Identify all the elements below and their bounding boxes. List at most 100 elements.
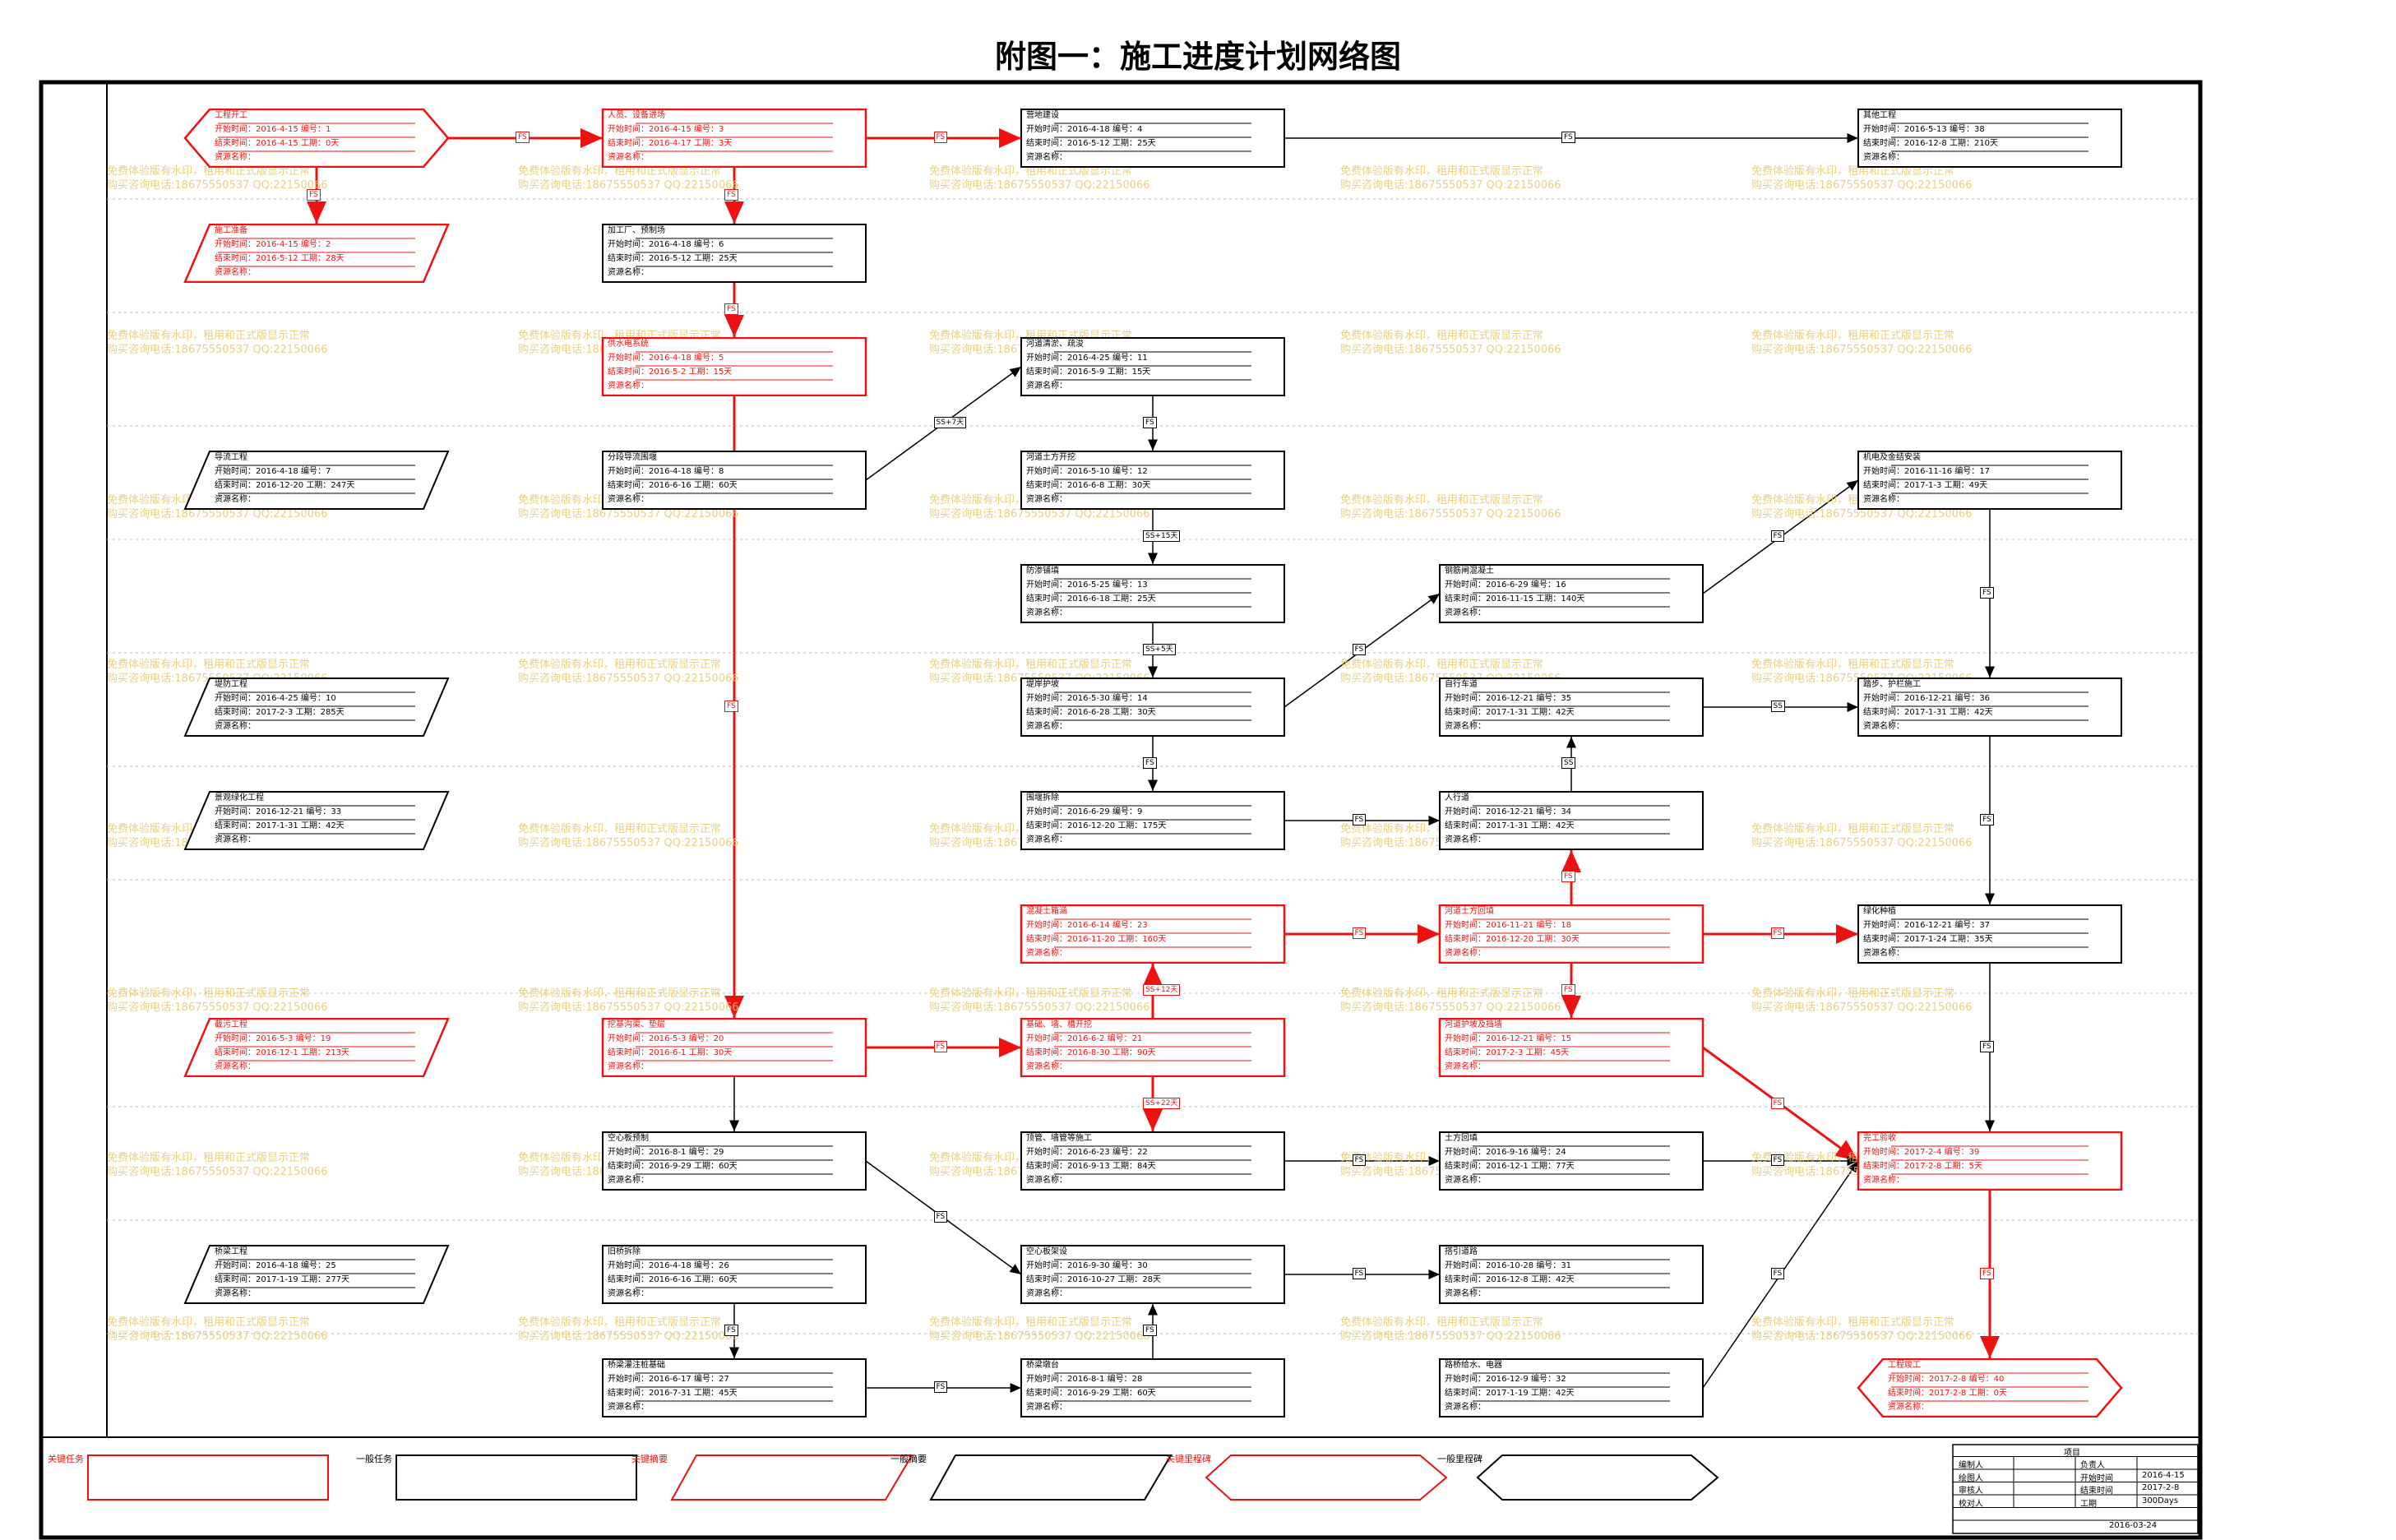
start-label: 开始时间： (1445, 580, 1486, 590)
end-value: 2017-1-31 (256, 821, 298, 830)
node-row: 机电及金结安装 (1858, 451, 2072, 465)
res-label: 资源名称： (1026, 1289, 1067, 1298)
node-row: 人行道 (1440, 792, 1654, 806)
no-value: 12 (1136, 467, 1148, 476)
no-value: 10 (325, 694, 336, 703)
end-value: 2017-2-3 (1486, 1048, 1524, 1057)
no-label: 编号： (295, 1034, 321, 1043)
link-label: FS (1770, 1098, 1785, 1109)
no-value: 36 (1979, 694, 1991, 703)
dur-value: 60天 (1136, 1389, 1156, 1398)
node-row: 结束时间：2016-11-20 工期：160天 (1021, 933, 1235, 947)
watermark: 免费体验版有水印，租用和正式版显示正常购买咨询电话:18675550537 QQ… (107, 1316, 328, 1343)
node-row: 资源名称： (1440, 607, 1654, 621)
node-row: 开始时间：2016-12-9 编号：32 (1440, 1373, 1654, 1387)
end-value: 2016-12-1 (1486, 1162, 1529, 1171)
no-value: 24 (1555, 1148, 1566, 1157)
dur-label: 工期： (1530, 708, 1556, 717)
node-row: 开始时间：2016-10-28 编号：31 (1440, 1260, 1654, 1274)
no-label: 编号： (1944, 1148, 1969, 1157)
tb-value: 2016-4-15 (2142, 1470, 2185, 1480)
node-row: 结束时间：2016-12-8 工期：210天 (1858, 137, 2072, 151)
end-label: 结束时间： (1445, 1275, 1486, 1284)
link-label: FS (1561, 132, 1575, 143)
node-name: 围堰拆除 (1026, 793, 1059, 802)
start-label: 开始时间： (1026, 1034, 1067, 1043)
res-label: 资源名称： (215, 495, 256, 504)
res-label: 资源名称： (1026, 1176, 1067, 1185)
end-label: 结束时间： (1445, 821, 1486, 830)
start-label: 开始时间： (1026, 1375, 1067, 1384)
node-row: 资源名称： (1021, 1288, 1235, 1302)
start-value: 2016-6-17 (649, 1375, 692, 1384)
link-label: SS+12天 (1143, 984, 1181, 996)
node-row: 结束时间：2016-8-30 工期：90天 (1021, 1047, 1235, 1061)
node-row: 开始时间：2016-4-18 编号：4 (1021, 123, 1235, 137)
node-row: 桥梁工程 (210, 1246, 423, 1260)
node-shape-rect (1020, 564, 1285, 623)
node-row: 钢筋闸混凝土 (1440, 565, 1654, 579)
node-name: 人行道 (1445, 793, 1469, 802)
watermark: 免费体验版有水印，租用和正式版显示正常购买咨询电话:18675550537 QQ… (107, 987, 328, 1015)
dur-value: 30天 (1136, 708, 1156, 717)
node-row: 开始时间：2017-2-4 编号：39 (1858, 1146, 2072, 1160)
link-label: FS (724, 701, 738, 712)
start-value: 2016-4-18 (256, 1261, 298, 1270)
dur-value: 42天 (1555, 1389, 1575, 1398)
dur-value: 60天 (718, 1275, 738, 1284)
watermark-line1: 免费体验版有水印，租用和正式版显示正常 (107, 1316, 311, 1329)
node-row: 开始时间：2016-12-21 编号：34 (1440, 806, 1654, 820)
no-label: 编号： (688, 1034, 714, 1043)
no-value: 17 (1979, 467, 1991, 476)
no-label: 编号： (1107, 1034, 1132, 1043)
no-value: 27 (718, 1375, 729, 1384)
end-value: 2016-6-1 (649, 1048, 687, 1057)
no-value: 20 (713, 1034, 724, 1043)
no-value: 33 (331, 807, 342, 816)
dur-value: 0天 (1993, 1389, 2007, 1398)
node-row: 结束时间：2016-9-29 工期：60天 (1021, 1387, 1235, 1401)
tb-key: 校对人 (1959, 1499, 1983, 1509)
watermark: 免费体验版有水印，租用和正式版显示正常购买咨询电话:18675550537 QQ… (1751, 164, 1973, 192)
